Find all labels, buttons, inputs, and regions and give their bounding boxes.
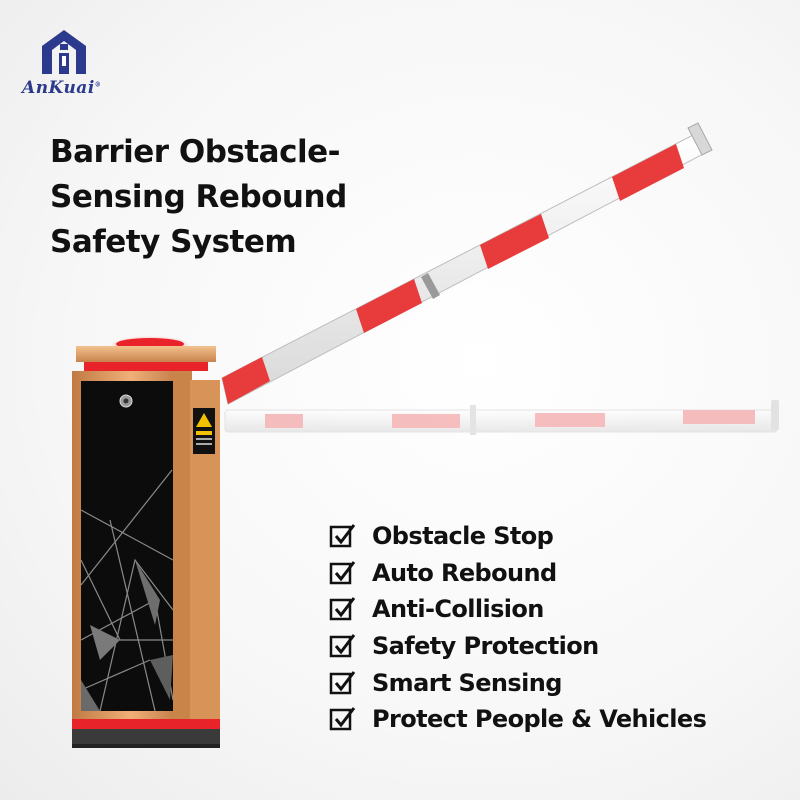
brand-name: AnKuai® bbox=[22, 78, 102, 98]
feature-list: Obstacle Stop Auto Rebound Anti-Collisio… bbox=[328, 518, 707, 738]
feature-label: Protect People & Vehicles bbox=[372, 705, 707, 734]
feature-label: Anti-Collision bbox=[372, 595, 544, 624]
barrier-cabinet bbox=[72, 336, 220, 748]
title-line-2: Sensing Rebound bbox=[50, 179, 347, 215]
checkbox-checked-icon bbox=[329, 634, 356, 658]
checkbox-checked-icon bbox=[329, 597, 356, 621]
feature-label: Auto Rebound bbox=[372, 558, 557, 587]
ankuai-house-logo-icon bbox=[42, 30, 86, 74]
checkbox-checked-icon bbox=[329, 560, 356, 585]
feature-item: Obstacle Stop bbox=[328, 518, 706, 555]
feature-label: Safety Protection bbox=[372, 632, 599, 661]
checkbox-checked-icon bbox=[329, 524, 356, 548]
feature-item: Auto Rebound bbox=[328, 555, 706, 592]
feature-label: Smart Sensing bbox=[372, 668, 562, 697]
checkbox-checked-icon bbox=[329, 707, 356, 731]
barrier-arm-raised bbox=[221, 122, 713, 405]
feature-item: Smart Sensing bbox=[328, 664, 706, 701]
feature-item: Anti-Collision bbox=[328, 591, 706, 628]
feature-item: Protect People & Vehicles bbox=[328, 701, 707, 738]
feature-label: Obstacle Stop bbox=[372, 522, 554, 551]
brand-logo: AnKuai® bbox=[22, 26, 112, 100]
checkbox-checked-icon bbox=[329, 670, 356, 694]
barrier-arm-closed-ghost bbox=[224, 400, 779, 435]
page-title: Barrier Obstacle- Sensing Rebound Safety… bbox=[50, 130, 380, 265]
title-line-1: Barrier Obstacle- bbox=[50, 134, 340, 170]
feature-item: Safety Protection bbox=[328, 628, 706, 665]
title-line-3: Safety System bbox=[50, 224, 297, 260]
